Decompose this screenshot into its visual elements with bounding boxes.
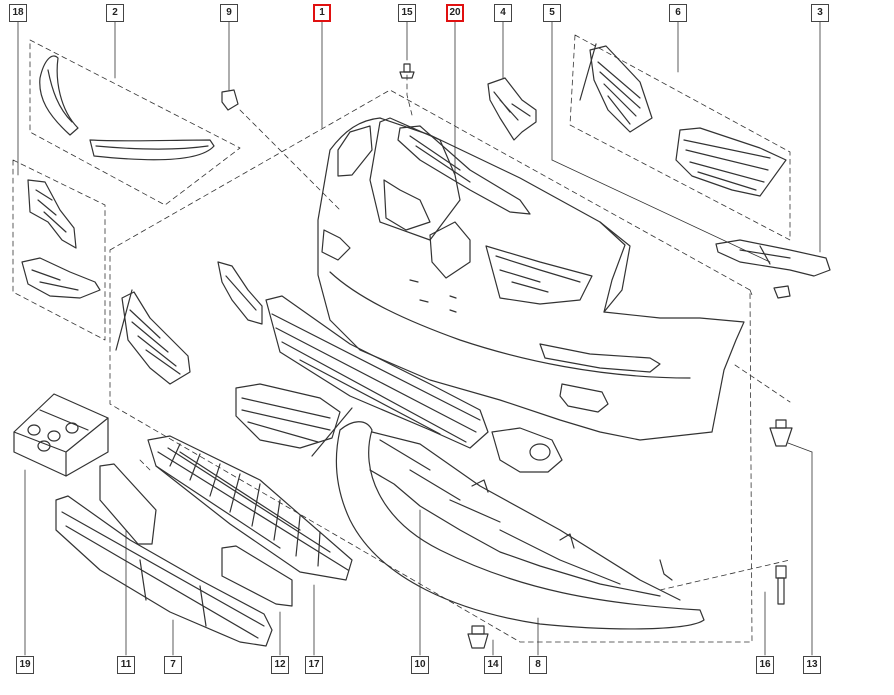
callout-2: 2 [106,4,124,22]
lower-deflector [335,421,705,630]
callout-9: 9 [220,4,238,22]
bumper-shell [317,117,745,441]
callout-16: 16 [756,656,774,674]
bracket-4 [487,77,537,141]
lower-bar-7 [55,495,273,647]
clip-box [13,393,109,477]
callout-11: 11 [117,656,135,674]
fasteners [467,419,793,649]
side-brackets [21,179,101,299]
upper-grille-20 [397,125,531,215]
callout-12: 12 [271,656,289,674]
moulding-strips [39,55,215,161]
lower-grille [235,295,563,473]
callout-18: 18 [9,4,27,22]
leader-lines [17,21,821,656]
callout-20: 20 [446,4,464,22]
callout-14: 14 [484,656,502,674]
mesh-panel-17 [147,435,353,581]
callout-8: 8 [529,656,547,674]
left-louvre-panels [115,261,263,385]
screw-5 [773,285,791,299]
callout-5: 5 [543,4,561,22]
callout-6: 6 [669,4,687,22]
callout-13: 13 [803,656,821,674]
plate-12 [221,545,293,607]
side-grilles [579,43,787,197]
callout-19: 19 [16,656,34,674]
callout-3: 3 [811,4,829,22]
callout-15: 15 [398,4,416,22]
plate-11 [99,463,157,545]
callout-4: 4 [494,4,512,22]
clip-part [221,89,239,111]
group-boxes [12,34,791,643]
callout-7: 7 [164,656,182,674]
side-bracket-3 [715,239,831,277]
callout-17: 17 [305,656,323,674]
callout-1: 1 [313,4,331,22]
screw-top [399,63,415,79]
callout-10: 10 [411,656,429,674]
